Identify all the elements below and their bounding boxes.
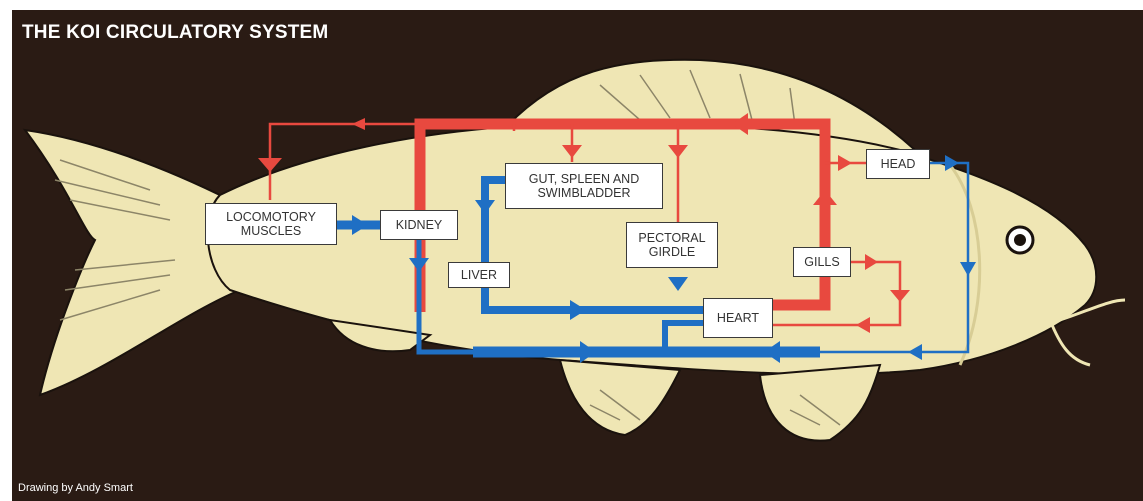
head-label: HEAD bbox=[866, 149, 930, 179]
heart-label: HEART bbox=[703, 298, 773, 338]
koi-fish-illustration bbox=[25, 60, 1125, 441]
pectoral-girdle-label: PECTORAL GIRDLE bbox=[626, 222, 718, 268]
gills-label: GILLS bbox=[793, 247, 851, 277]
kidney-label: KIDNEY bbox=[380, 210, 458, 240]
figure-title: THE KOI CIRCULATORY SYSTEM bbox=[22, 22, 328, 44]
locomotory-muscles-label: LOCOMOTORY MUSCLES bbox=[205, 203, 337, 245]
liver-label: LIVER bbox=[448, 262, 510, 288]
illustration-credit: Drawing by Andy Smart bbox=[18, 482, 133, 494]
gut-spleen-swimbladder-label: GUT, SPLEEN AND SWIMBLADDER bbox=[505, 163, 663, 209]
